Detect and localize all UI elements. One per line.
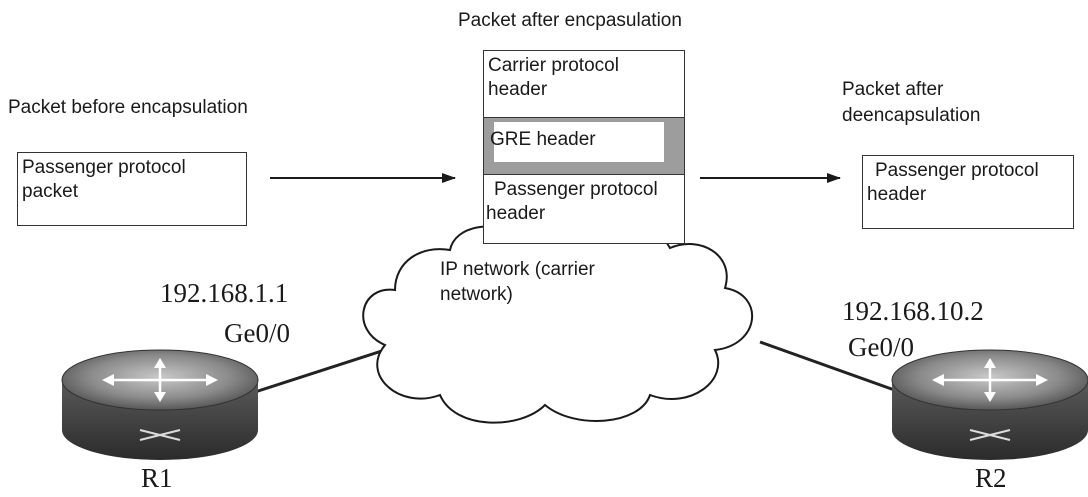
- ip-network-cloud: [362, 219, 753, 424]
- passenger-packet-after-line1: Passenger protocol: [875, 160, 1039, 181]
- r1-interface: Ge0/0: [224, 318, 290, 348]
- passenger-mid-line2: header: [486, 203, 546, 224]
- passenger-packet-before-line1: Passenger protocol: [22, 157, 186, 178]
- link-r1-cloud: [254, 348, 386, 394]
- r2-name: R2: [975, 463, 1007, 493]
- passenger-packet-after-line2: header: [867, 184, 927, 205]
- r2-ip-address: 192.168.10.2: [842, 296, 984, 326]
- cloud-label-line1: IP network (carrier: [440, 259, 595, 280]
- gre-header: GRE header: [483, 117, 685, 175]
- cloud-label-line2: network): [440, 284, 513, 305]
- label-packet-after-deencap-line1: Packet after: [842, 79, 944, 100]
- r2-interface: Ge0/0: [848, 332, 914, 362]
- label-packet-after-deencap-line2: deencapsulation: [842, 105, 981, 126]
- passenger-packet-before: Passenger protocol packet: [17, 152, 247, 226]
- passenger-packet-after: Passenger protocol header: [862, 155, 1074, 229]
- gre-header-inner: GRE header: [490, 122, 664, 162]
- gre-header-text: GRE header: [490, 129, 596, 150]
- passenger-packet-before-line2: packet: [22, 181, 78, 202]
- router-r1-icon: [61, 349, 259, 460]
- r1-ip-address: 192.168.1.1: [160, 278, 289, 308]
- carrier-header-line1: Carrier protocol: [488, 55, 619, 76]
- label-packet-after-encapsulation: Packet after encpasulation: [458, 10, 682, 31]
- router-r2-icon: [891, 349, 1088, 460]
- passenger-protocol-header-mid: Passenger protocol header: [483, 174, 685, 244]
- passenger-mid-line1: Passenger protocol: [494, 179, 658, 200]
- r1-name: R1: [141, 463, 173, 493]
- label-packet-before-encapsulation: Packet before encapsulation: [8, 97, 248, 118]
- carrier-header-line2: header: [488, 79, 548, 100]
- link-cloud-r2: [759, 340, 901, 394]
- carrier-protocol-header: Carrier protocol header: [483, 50, 685, 118]
